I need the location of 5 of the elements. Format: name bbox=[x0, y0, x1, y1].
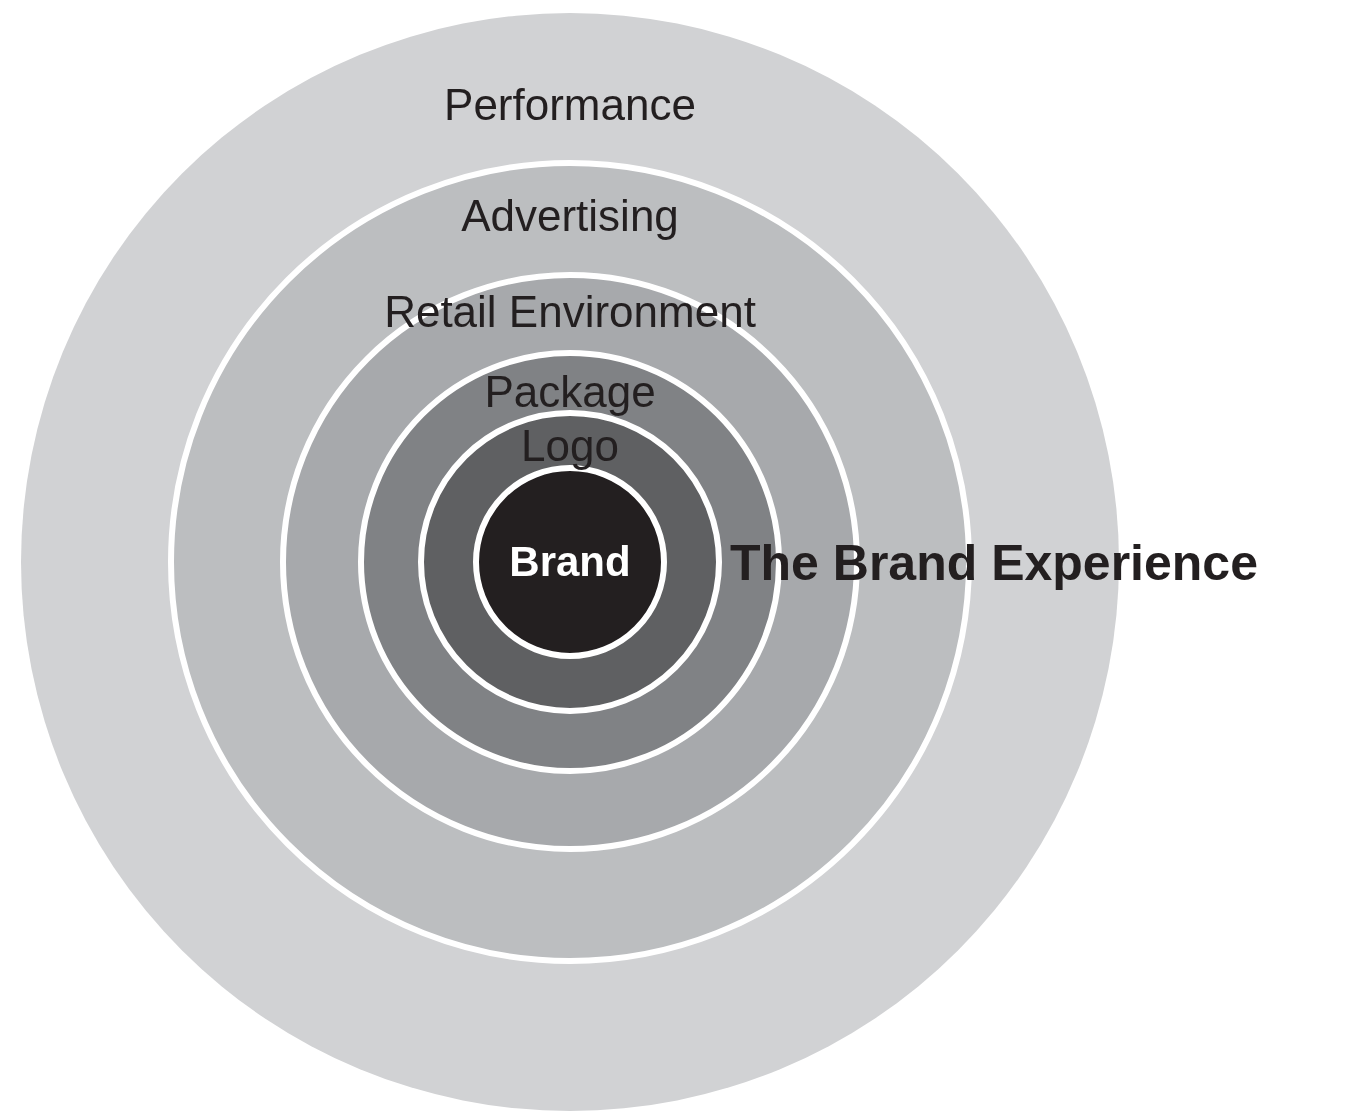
ring-label: Logo bbox=[521, 424, 619, 468]
ring-label: Performance bbox=[444, 83, 696, 127]
ring-label: Brand bbox=[509, 541, 631, 583]
ring-label: Package bbox=[484, 370, 656, 414]
ring-label: Advertising bbox=[461, 194, 679, 238]
